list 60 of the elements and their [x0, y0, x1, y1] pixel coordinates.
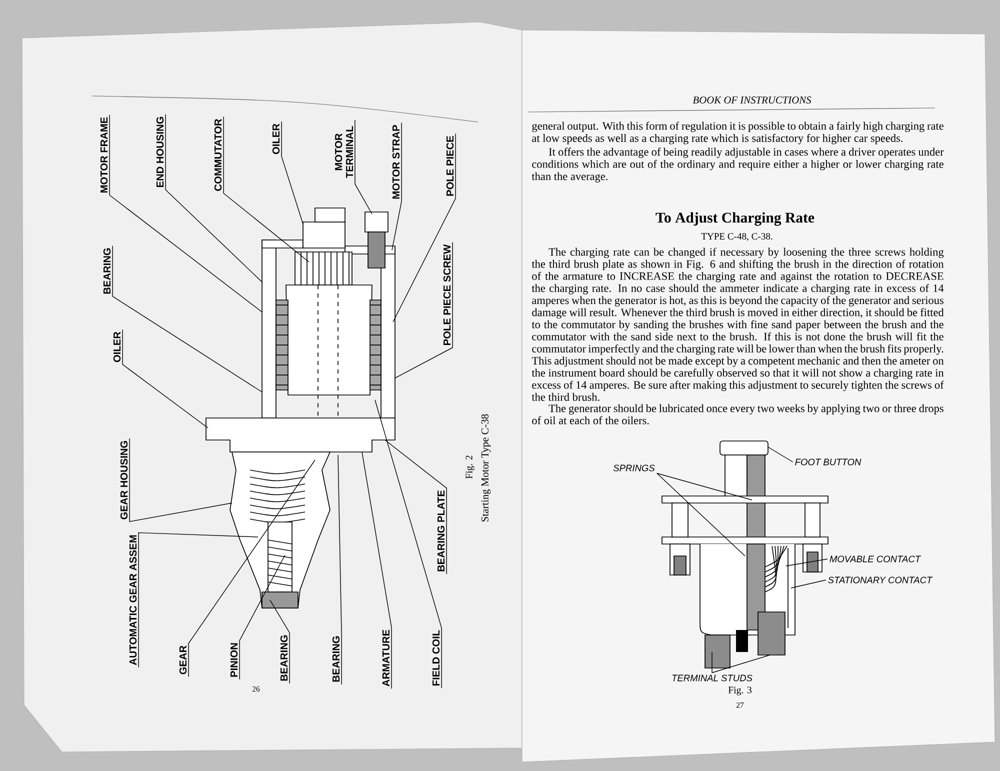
figure-caption: Fig. 2	[466, 456, 474, 479]
leader-line	[112, 245, 262, 392]
part-label: SPRINGS	[613, 464, 655, 472]
leader-line	[138, 532, 258, 668]
part-label: FOOT BUTTON	[795, 458, 862, 466]
paragraph: It offers the advantage of being readily adjustable in cases where a driver operates under conditions which are out of the ordinary and require either a higher or lower charging rate than the average.	[532, 148, 944, 182]
part-label: TERMINAL STUDS	[672, 674, 752, 682]
part-label: OILER	[113, 332, 121, 362]
part-label: BEARING	[280, 635, 288, 681]
section-subheading: TYPE C-48, C-38.	[701, 233, 772, 241]
leader-line	[188, 460, 316, 677]
part-label: FIELD COIL	[432, 630, 440, 686]
part-label: MOTOR STRAP	[392, 125, 400, 199]
motor-drawing	[206, 208, 396, 608]
leader-line	[165, 114, 262, 282]
part-label: BEARING	[332, 636, 340, 682]
paragraph: The generator should be lubricated once every two weeks by applying two or three drops of oil at each of the oilers.	[532, 404, 944, 424]
part-label: GEAR HOUSING	[120, 440, 128, 520]
part-label: BEARING	[103, 248, 111, 294]
part-label: MOVABLE CONTACT	[830, 556, 922, 562]
leader-line	[768, 446, 794, 462]
leader-line	[374, 400, 442, 688]
part-label: BEARING PLATE	[437, 490, 445, 572]
part-label: PINION	[230, 643, 238, 677]
leader-line	[129, 438, 232, 522]
leader-line	[270, 600, 290, 684]
leader-line	[392, 133, 456, 322]
leader-line	[362, 452, 392, 689]
part-label: GEAR	[179, 646, 187, 674]
figure-caption: Starting Motor Type C-38	[481, 414, 491, 522]
leader-line	[239, 554, 286, 680]
part-label: AUTOMATIC GEAR ASSEM	[129, 535, 137, 666]
part-label: POLE PIECE	[446, 136, 454, 196]
leader-line	[656, 472, 746, 556]
part-label: OILER	[272, 124, 280, 154]
section-heading: To Adjust Charging Rate	[656, 212, 814, 226]
figure-caption: Fig. 3	[728, 686, 752, 696]
leader-line	[384, 440, 447, 574]
leader-line	[109, 114, 262, 312]
leader-line	[392, 122, 402, 250]
part-label: COMMUTATOR	[214, 118, 222, 191]
part-label: END HOUSING	[156, 116, 164, 188]
leader-line	[354, 120, 372, 214]
leader-line	[786, 558, 828, 566]
paragraph: general output. With this form of regulation it is possible to obtain a fairly high charging rate at low speeds as well as a charging rate which is satisfactory for higher car speeds.	[532, 122, 944, 144]
leader-line	[223, 116, 310, 262]
leader-line	[712, 654, 770, 674]
leader-line	[656, 472, 752, 500]
part-label: MOTOR FRAME	[100, 117, 108, 192]
paragraph: The charging rate can be changed if necessary by loosening the three screws holding the third brush plate as shown in Fig. 6 and shifting the brush in the direction of rotation of the armature to INCREASE the charging rate and against the rotation to DECREASE the charging rate. In no case should the ammeter indicate a charging rate in excess of 14 amperes when the generator is hot, as this is beyond the capacity of the generator and serious damage will result. Whenever the third brush is moved in either direction, it should be fitted to the commutator by sanding the brushes with fine sand paper between the brush and the commutator with the sand side next to the brush. If this is not done the brush will fit the commutator imperfectly and the charging rate will be lower than when the brush fits properly. This adjustment should not be made except by a competent mechanic and then the ameter on the instrument board should be carefully observed so that it will not show a charging rate in excess of 14 amperes. Be sure after making this adjustment to securely tighten the screws of the third brush.	[532, 248, 944, 401]
page-header: BOOK OF INSTRUCTIONS	[692, 96, 812, 104]
leader-line	[338, 454, 342, 685]
leader-line	[281, 121, 304, 224]
part-label: ARMATURE	[382, 630, 390, 686]
leader-line	[790, 580, 826, 588]
part-label: STATIONARY CONTACT	[828, 576, 933, 584]
leader-line	[122, 329, 208, 428]
part-label: POLE PIECE SCREW	[443, 244, 451, 345]
leader-line	[394, 242, 453, 378]
part-label: MOTOR TERMINAL	[335, 126, 354, 178]
